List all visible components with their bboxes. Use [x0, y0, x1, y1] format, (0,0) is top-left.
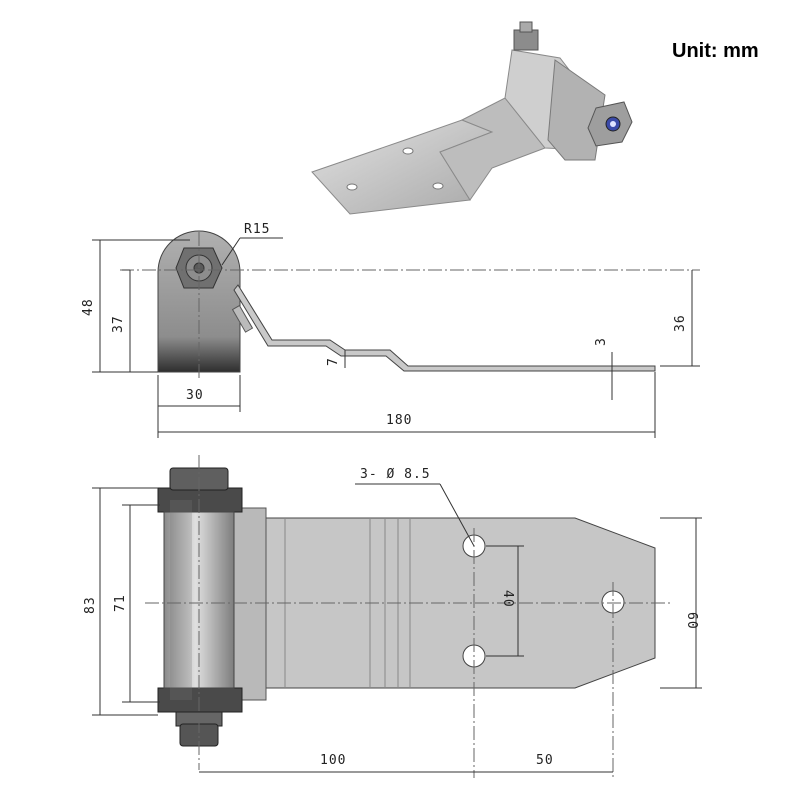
- hinge-photo: [311, 21, 633, 215]
- dim-hole-pitch: 50: [536, 753, 554, 768]
- dim-to-holes: 100: [320, 753, 346, 768]
- dim-knuckle-width: 30: [186, 388, 204, 403]
- dim-total-width: 83: [83, 596, 98, 614]
- dim-pivot-height: 37: [111, 315, 126, 333]
- dim-total-height: 48: [81, 298, 96, 316]
- dim-hole-spacing: 40: [500, 590, 515, 608]
- side-view: R15 48 37 36 7 3 30 180: [81, 222, 700, 438]
- dim-radius: R15: [244, 222, 270, 237]
- dim-plate-width: 60: [684, 612, 699, 630]
- unit-label: Unit: mm: [672, 40, 759, 62]
- dim-total-length: 180: [386, 413, 412, 428]
- dim-barrel-width: 71: [113, 594, 128, 612]
- dim-thickness: 3: [594, 337, 609, 346]
- dim-offset: 7: [326, 357, 341, 366]
- dim-plate-height: 36: [673, 314, 688, 332]
- top-view: 3- Ø 8.5 83 71 60 40 100 50: [83, 455, 702, 778]
- dim-holes: 3- Ø 8.5: [360, 467, 431, 482]
